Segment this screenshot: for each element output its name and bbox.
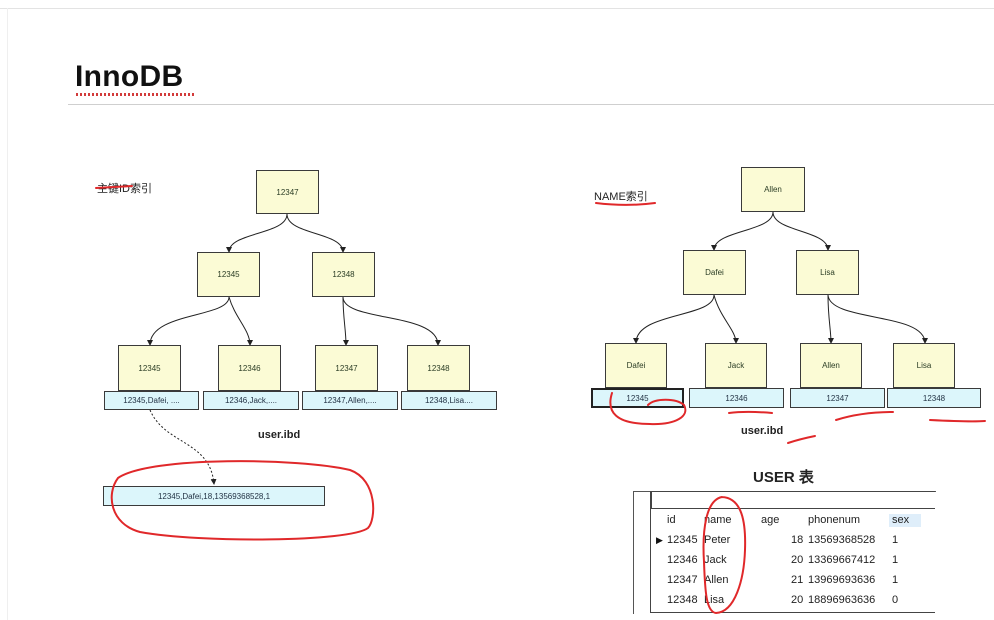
cell-name: Lisa xyxy=(704,594,725,606)
cell-age: 20 xyxy=(791,594,804,606)
primary-leaf-row: 12347,Allen,.... xyxy=(302,391,398,410)
title-divider xyxy=(68,104,994,105)
name-leaf-id: 12345 xyxy=(591,388,684,408)
name-index-label: NAME索引 xyxy=(594,191,648,203)
primary-leaf-key: 12345 xyxy=(118,345,181,391)
edge-dafei-leaf1 xyxy=(633,294,715,344)
cell-sex: 1 xyxy=(892,554,899,566)
cell-name: Jack xyxy=(704,554,727,566)
edge-dafei-leaf2 xyxy=(713,294,739,344)
cell-id: 12346 xyxy=(667,554,698,566)
name-leaf-id: 12346 xyxy=(689,388,784,408)
primary-internal-node: 12345 xyxy=(197,252,260,297)
primary-leaf-row: 12348,Lisa.... xyxy=(401,391,497,410)
cell-phonenum: 13969693636 xyxy=(808,574,876,586)
user-table xyxy=(633,491,936,614)
spellcheck-underline xyxy=(76,93,194,96)
underline-annotation xyxy=(787,435,816,444)
cell-age: 20 xyxy=(791,554,804,566)
row-detail-record: 12345,Dafei,18,13569368528,1 xyxy=(103,486,325,506)
cell-sex: 1 xyxy=(892,534,899,546)
name-root-node: Allen xyxy=(741,167,805,212)
table-row[interactable]: 12348 Lisa 20 18896963636 0 xyxy=(651,591,935,611)
name-leaf-key: Allen xyxy=(800,343,862,388)
name-leaf-key: Dafei xyxy=(605,343,667,388)
primary-leaf-row: 12345,Dafei, .... xyxy=(104,391,199,410)
table-row[interactable]: 12345 Peter 18 13569368528 1 xyxy=(651,531,935,551)
pointer-to-row-detail xyxy=(149,409,217,485)
name-leaf-key: Jack xyxy=(705,343,767,388)
edge-lisa-leaf4 xyxy=(827,294,928,344)
cell-name: Peter xyxy=(704,534,731,546)
edge-12348-leaf4 xyxy=(342,296,441,346)
cell-name: Allen xyxy=(704,574,729,586)
name-internal-node: Lisa xyxy=(796,250,859,295)
edge-allen-dafei xyxy=(711,211,774,251)
edge-root-left xyxy=(226,213,288,253)
cell-sex: 1 xyxy=(892,574,899,586)
name-file-label: user.ibd xyxy=(741,425,784,437)
underline-annotation xyxy=(929,419,986,423)
primary-root-node: 12347 xyxy=(256,170,319,214)
cell-phonenum: 13569368528 xyxy=(808,534,876,546)
underline-annotation xyxy=(728,410,773,414)
primary-leaf-row: 12346,Jack,.... xyxy=(203,391,299,410)
page-title: InnoDB xyxy=(75,60,184,93)
primary-leaf-key: 12348 xyxy=(407,345,470,391)
table-row[interactable]: 12347 Allen 21 13969693636 1 xyxy=(651,571,935,591)
name-internal-node: Dafei xyxy=(683,250,746,295)
primary-internal-node: 12348 xyxy=(312,252,375,297)
underline-annotation xyxy=(835,411,894,421)
col-header-age[interactable]: age xyxy=(761,514,780,526)
cell-age: 18 xyxy=(791,534,804,546)
col-header-id[interactable]: id xyxy=(667,514,676,526)
name-leaf-key: Lisa xyxy=(893,343,955,388)
window-top-border xyxy=(0,8,994,9)
cell-age: 21 xyxy=(791,574,804,586)
cell-id: 12345 xyxy=(667,534,698,546)
cell-phonenum: 18896963636 xyxy=(808,594,876,606)
table-row[interactable]: 12346 Jack 20 13369667412 1 xyxy=(651,551,935,571)
name-leaf-id: 12347 xyxy=(790,388,885,408)
edge-12348-leaf3 xyxy=(342,296,349,346)
col-header-name[interactable]: name xyxy=(704,514,732,526)
user-table-toolbar xyxy=(651,491,935,509)
user-table-gutter xyxy=(633,491,651,613)
user-table-title: USER 表 xyxy=(753,469,814,486)
current-row-marker-icon: ▶ xyxy=(656,535,663,545)
primary-leaf-key: 12346 xyxy=(218,345,281,391)
edge-lisa-leaf3 xyxy=(827,294,834,344)
name-leaf-id: 12348 xyxy=(887,388,981,408)
col-header-sex[interactable]: sex xyxy=(889,514,922,527)
primary-file-label: user.ibd xyxy=(258,429,301,441)
window-left-border xyxy=(7,8,8,620)
col-header-phonenum[interactable]: phonenum xyxy=(808,514,860,526)
primary-leaf-key: 12347 xyxy=(315,345,378,391)
edge-allen-lisa xyxy=(772,211,831,251)
edge-12345-leaf2 xyxy=(228,296,253,346)
cell-sex: 0 xyxy=(892,594,899,606)
cell-phonenum: 13369667412 xyxy=(808,554,876,566)
cell-id: 12348 xyxy=(667,594,698,606)
cell-id: 12347 xyxy=(667,574,698,586)
primary-index-label: 主键ID索引 xyxy=(97,183,152,195)
user-table-header: id name age phonenum sex xyxy=(651,511,935,531)
edge-root-right xyxy=(286,213,346,253)
table-bottom-border xyxy=(651,612,935,613)
edge-12345-leaf1 xyxy=(147,296,230,346)
